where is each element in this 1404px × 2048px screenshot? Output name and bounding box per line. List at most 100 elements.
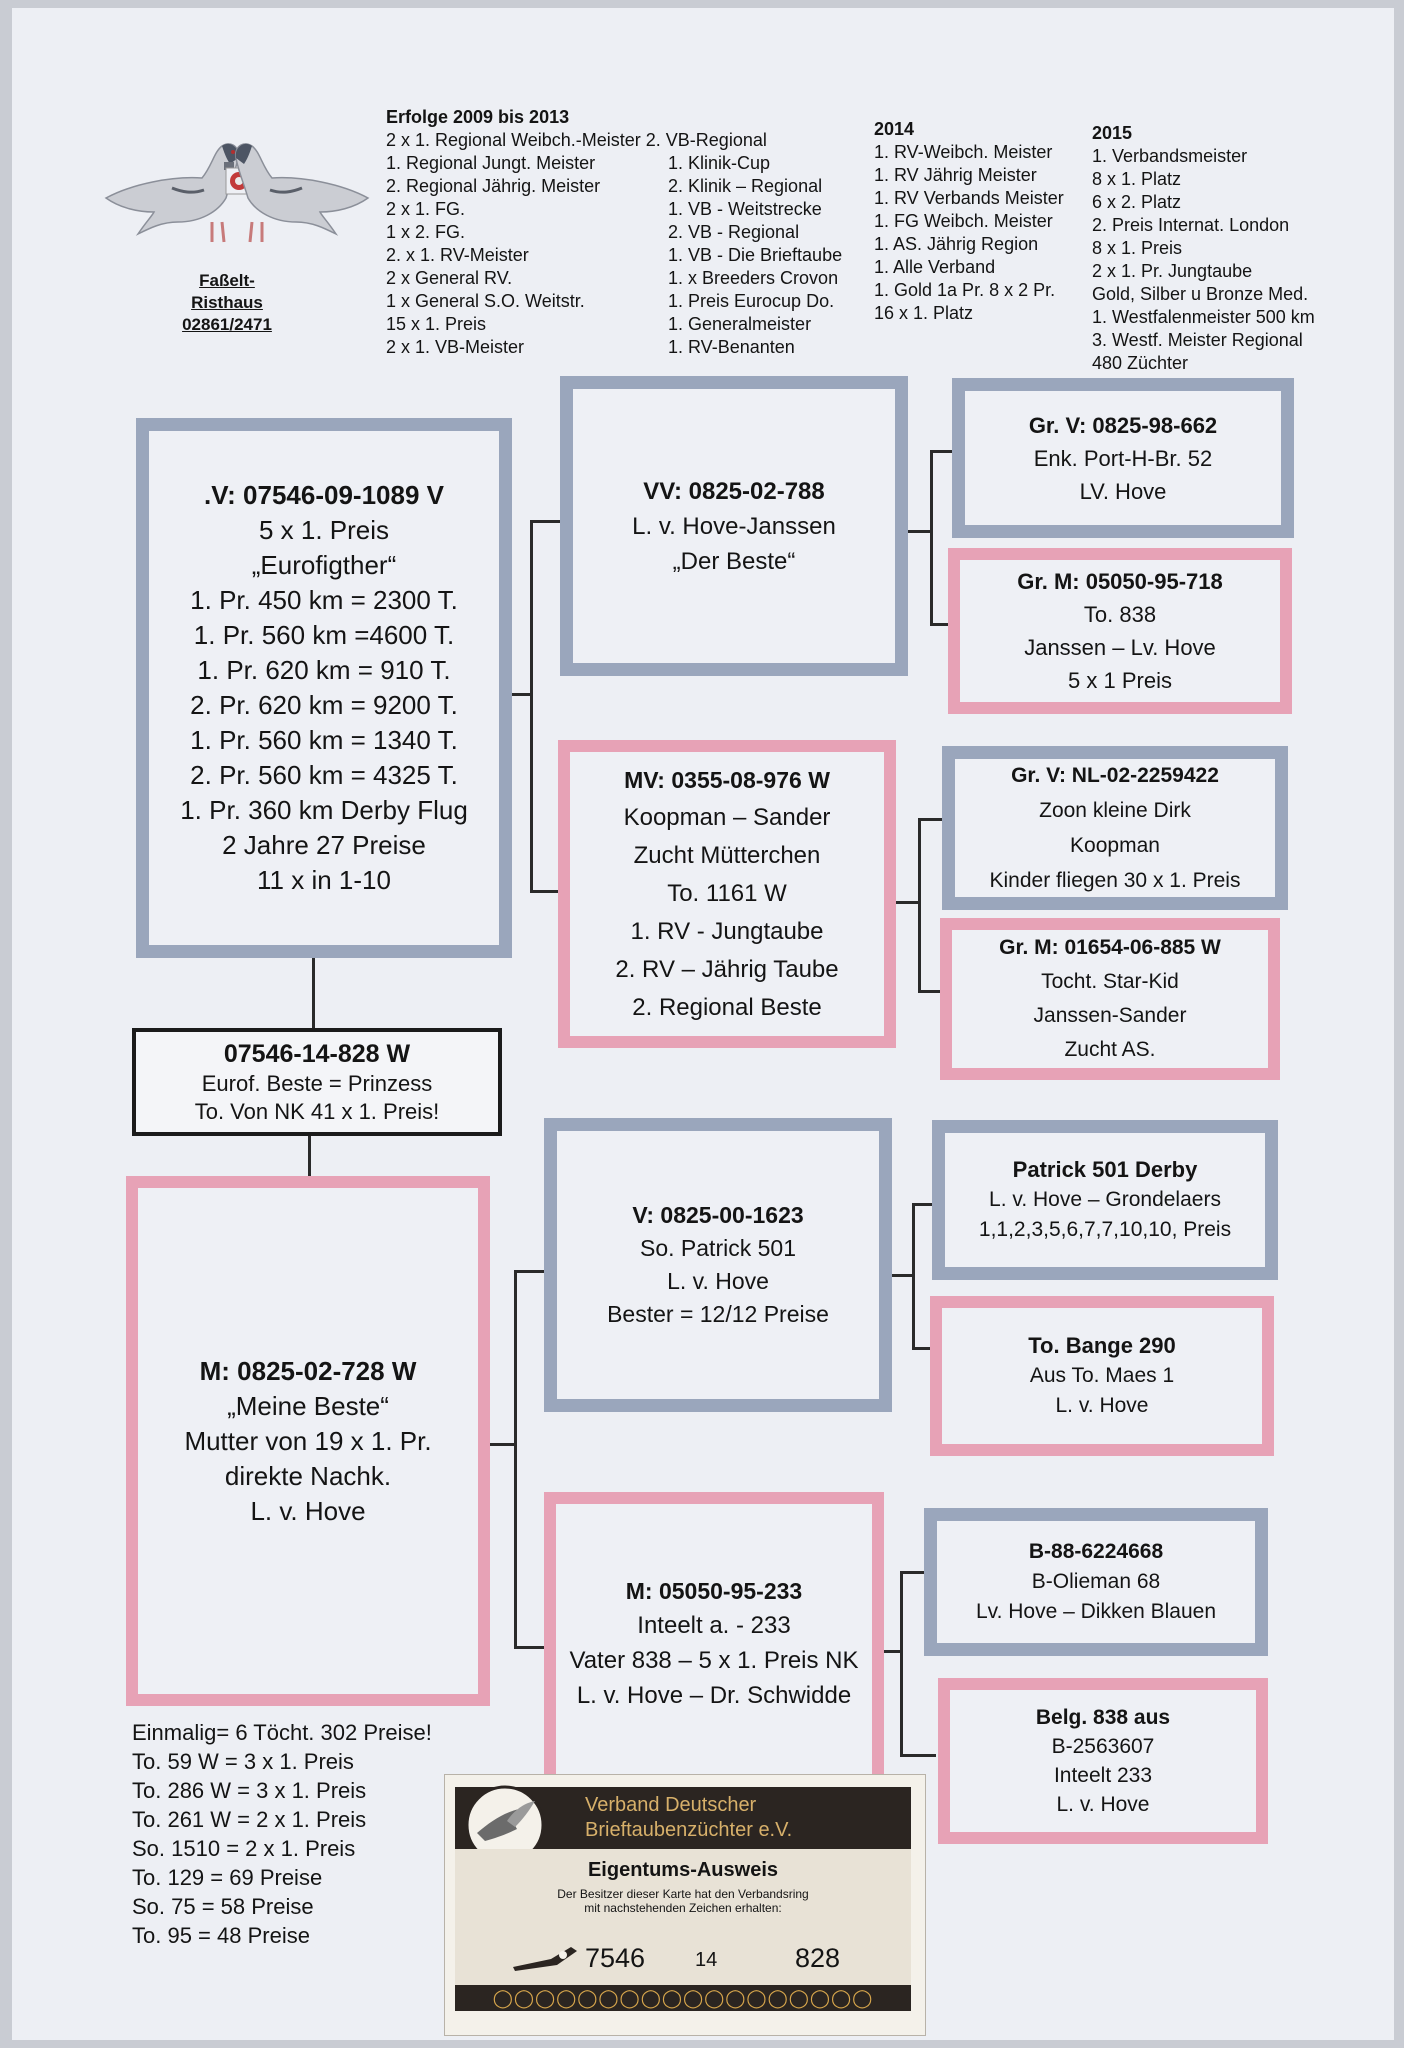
connector-line: [514, 1270, 517, 1648]
gg-7-line: B-Olieman 68: [1031, 1570, 1161, 1593]
successes-col3-item: 1. AS. Jährig Region: [874, 234, 1039, 254]
dam-dam-box: M: 05050-95-233 Inteelt a. - 233 Vater 8…: [544, 1492, 884, 1782]
sire-line: „Eurofigther“: [251, 550, 397, 580]
successes-col1-item: 2 x 1. FG.: [386, 199, 466, 219]
connector-line: [530, 520, 566, 523]
pigeons-logo-icon: [104, 143, 370, 243]
dam-sire-line: L. v. Hove: [667, 1268, 769, 1294]
card-subtitle: Der Besitzer dieser Karte hat den Verban…: [455, 1887, 911, 1915]
dam-sire-line: Bester = 12/12 Preise: [607, 1301, 829, 1327]
gg-box-3: Gr. V: NL-02-2259422 Zoon kleine Dirk Ko…: [942, 746, 1288, 910]
successes-col4-item: 8 x 1. Preis: [1092, 238, 1183, 258]
card-org: Verband Deutscher Brieftaubenzüchter e.V…: [585, 1793, 792, 1843]
note-line: Einmalig= 6 Töcht. 302 Preise!: [132, 1720, 432, 1745]
connector-line: [890, 901, 920, 904]
sire-line: 2. Pr. 620 km = 9200 T.: [190, 690, 458, 720]
gg-5-line: L. v. Hove – Grondelaers: [989, 1188, 1221, 1211]
successes-col4-title: 2015: [1092, 123, 1133, 143]
successes-col4-item: Gold, Silber u Bronze Med.: [1092, 284, 1309, 304]
gg-6-line: L. v. Hove: [1055, 1394, 1149, 1417]
owner-name-line1: Faßelt-: [199, 271, 255, 290]
connector-line: [486, 1443, 516, 1446]
successes-col4-item: 480 Züchter: [1092, 353, 1189, 373]
gg-7-line: Lv. Hove – Dikken Blauen: [975, 1600, 1217, 1623]
card-title: Eigentums-Ausweis: [587, 1859, 779, 1881]
successes-col3-item: 1. RV-Weibch. Meister: [874, 142, 1053, 162]
gg-4-line: Janssen-Sander: [1033, 1004, 1187, 1027]
gg-5-line: 1,1,2,3,5,6,7,7,10,10, Preis: [978, 1218, 1232, 1241]
successes-col3: 2014 1. RV-Weibch. Meister 1. RV Jährig …: [874, 118, 1064, 325]
gg-8-line: Inteelt 233: [1053, 1764, 1153, 1787]
offspring-notes: Einmalig= 6 Töcht. 302 Preise! To. 59 W …: [132, 1718, 432, 1950]
connector-line: [918, 818, 948, 821]
note-line: To. 95 = 48 Preise: [132, 1923, 310, 1948]
subject-ring: 07546-14-828 W: [223, 1040, 411, 1068]
connector-line: [308, 1134, 311, 1180]
successes-col2-item: 1. Klinik-Cup: [668, 153, 771, 173]
sire-line: 2. Pr. 560 km = 4325 T.: [190, 760, 458, 790]
successes-col4-item: 1. Verbandsmeister: [1092, 146, 1248, 166]
gg-3-line: Zoon kleine Dirk: [1039, 799, 1191, 822]
pigeon-emblem-icon: [465, 1785, 545, 1865]
connector-line: [930, 623, 954, 626]
dam-dam-line: Vater 838 – 5 x 1. Preis NK: [569, 1646, 859, 1674]
gg-6-ring: To. Bange 290: [1028, 1333, 1176, 1358]
sire-dam-line: 2. RV – Jährig Taube: [615, 956, 839, 983]
gg-2-line: To. 838: [1083, 602, 1157, 627]
sire-line: 2 Jahre 27 Preise: [222, 830, 426, 860]
connector-line: [878, 1650, 902, 1653]
note-line: To. 286 W = 3 x 1. Preis: [132, 1778, 367, 1803]
sire-dam-box: MV: 0355-08-976 W Koopman – Sander Zucht…: [558, 740, 896, 1048]
gg-1-line: LV. Hove: [1079, 478, 1167, 504]
card-body: Eigentums-Ausweis Der Besitzer dieser Ka…: [455, 1849, 911, 2011]
dam-line: direkte Nachk.: [224, 1460, 392, 1491]
sire-dam-line: 1. RV - Jungtaube: [630, 918, 824, 945]
connector-line: [912, 1203, 915, 1349]
connector-line: [912, 1347, 936, 1350]
successes-col2-item: 1. Generalmeister: [668, 314, 812, 334]
gg-box-2: Gr. M: 05050-95-718 To. 838 Janssen – Lv…: [948, 548, 1292, 714]
successes-col2-item: 1. Preis Eurocup Do.: [668, 291, 835, 311]
successes-col4-item: 6 x 2. Platz: [1092, 192, 1182, 212]
successes-col1-item: 1 x General S.O. Weitstr.: [386, 291, 585, 311]
successes-col2-item: 1. VB - Die Brieftaube: [668, 245, 843, 265]
successes-col4-item: 3. Westf. Meister Regional: [1092, 330, 1303, 350]
sire-line: 1. Pr. 560 km = 1340 T.: [190, 725, 458, 755]
successes-col3-item: 1. RV Verbands Meister: [874, 188, 1064, 208]
successes-col3-item: 1. Gold 1a Pr. 8 x 2 Pr.: [874, 280, 1056, 300]
dam-sire-line: So. Patrick 501: [640, 1235, 796, 1261]
connector-line: [900, 1754, 936, 1757]
gg-1-line: Enk. Port-H-Br. 52: [1033, 445, 1213, 471]
card-header: Verband Deutscher Brieftaubenzüchter e.V…: [455, 1785, 911, 1865]
owner-phone: 02861/2471: [182, 315, 272, 334]
gg-2-ring: Gr. M: 05050-95-718: [1017, 569, 1223, 594]
sire-sire-ring: VV: 0825-02-788: [643, 477, 825, 505]
successes-col3-item: 1. Alle Verband: [874, 257, 996, 277]
gg-box-7: B-88-6224668 B-Olieman 68 Lv. Hove – Dik…: [924, 1508, 1268, 1656]
card-sub-line1: Der Besitzer dieser Karte hat den Verban…: [557, 1887, 809, 1901]
sire-dam-line: Zucht Mütterchen: [633, 842, 821, 869]
gg-7-ring: B-88-6224668: [1028, 1540, 1164, 1563]
gg-6-line: Aus To. Maes 1: [1029, 1364, 1175, 1387]
dam-dam-line: Inteelt a. - 233: [637, 1611, 791, 1639]
successes-col4: 2015 1. Verbandsmeister 8 x 1. Platz 6 x…: [1092, 122, 1315, 375]
successes-col1-item: 1 x 2. FG.: [386, 222, 466, 242]
gg-8-ring: Belg. 838 aus: [1035, 1706, 1171, 1729]
gg-box-5: Patrick 501 Derby L. v. Hove – Grondelae…: [932, 1120, 1278, 1280]
dam-dam-line: L. v. Hove – Dr. Schwidde: [576, 1681, 852, 1709]
gg-4-ring: Gr. M: 01654-06-885 W: [999, 936, 1221, 959]
sire-sire-box: VV: 0825-02-788 L. v. Hove-Janssen „Der …: [560, 376, 908, 676]
sire-line: 11 x in 1-10: [257, 865, 391, 895]
gg-1-ring: Gr. V: 0825-98-662: [1028, 412, 1218, 438]
connector-line: [500, 693, 530, 696]
note-line: So. 1510 = 2 x 1. Preis: [132, 1836, 356, 1861]
card-ornament-strip: ◯◯◯◯◯◯◯◯◯◯◯◯◯◯◯◯◯◯: [455, 1985, 911, 2011]
gg-box-6: To. Bange 290 Aus To. Maes 1 L. v. Hove: [930, 1296, 1274, 1456]
successes-col3-title: 2014: [874, 119, 915, 139]
subject-line: Eurof. Beste = Prinzess: [201, 1071, 433, 1096]
card-ring-club: 7546: [585, 1943, 646, 1973]
sire-ring: .V: 07546-09-1089 V: [204, 480, 444, 510]
sire-sire-line: L. v. Hove-Janssen: [632, 512, 836, 540]
successes-col1-item: 2. Regional Jährig. Meister: [386, 176, 601, 196]
dam-box: M: 0825-02-728 W „Meine Beste“ Mutter vo…: [126, 1176, 490, 1706]
